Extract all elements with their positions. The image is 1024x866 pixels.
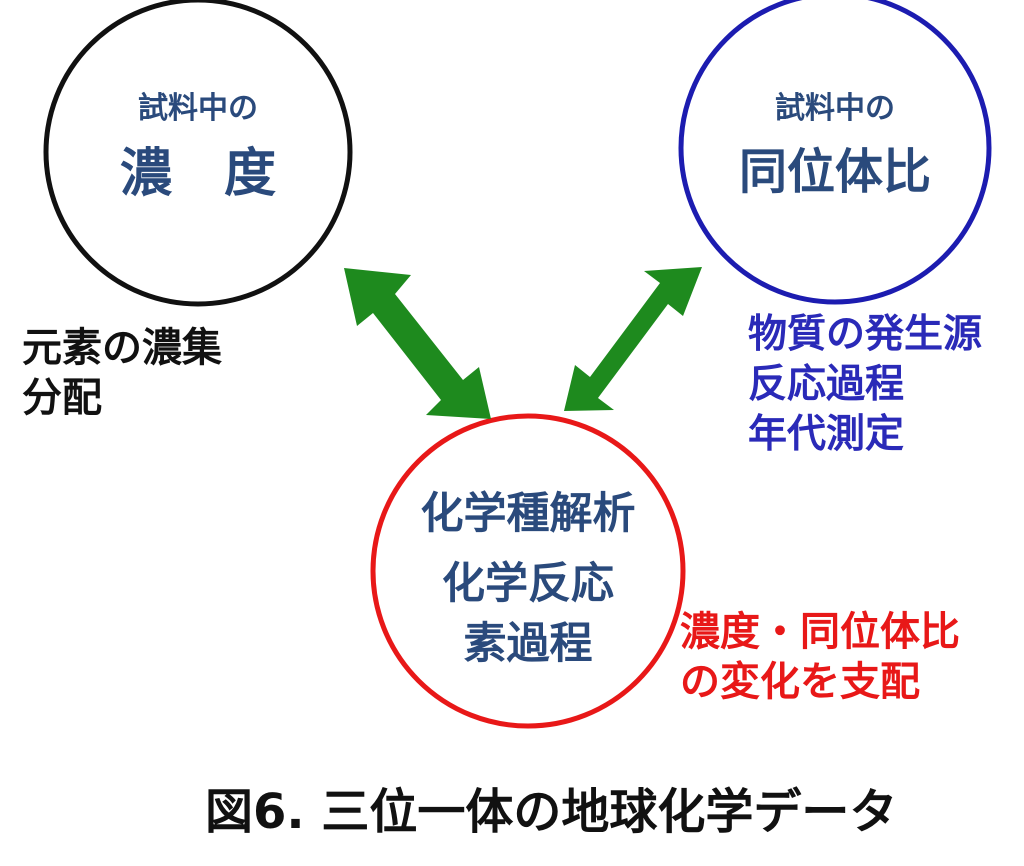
chemistry-label-line2: 化学反応 (442, 559, 614, 609)
isotope-note-line3: 年代測定 (748, 412, 905, 457)
concentration-note-line2: 分配 (22, 375, 102, 421)
right-double-arrow (564, 267, 702, 411)
concentration-label-small: 試料中の (138, 91, 258, 126)
left-double-arrow (344, 268, 491, 419)
isotope-circle (678, 0, 992, 305)
isotope-note-line2: 反応過程 (748, 362, 905, 407)
chemistry-label-line1: 化学種解析 (420, 489, 636, 539)
chemistry-note-line1: 濃度・同位体比 (680, 609, 960, 655)
figure-caption: 図6. 三位一体の地球化学データ (205, 784, 898, 840)
isotope-label-large: 同位体比 (738, 144, 931, 200)
isotope-note-line1: 物質の発生源 (748, 312, 983, 357)
chemistry-note-line2: の変化を支配 (680, 659, 920, 705)
concentration-circle (43, 0, 353, 307)
chemistry-label-line3: 素過程 (463, 619, 593, 669)
concentration-label-large: 濃 度 (119, 144, 276, 204)
chemistry-circle (370, 413, 686, 729)
concentration-note-line1: 元素の濃集 (22, 325, 222, 371)
isotope-label-small: 試料中の (775, 91, 895, 126)
